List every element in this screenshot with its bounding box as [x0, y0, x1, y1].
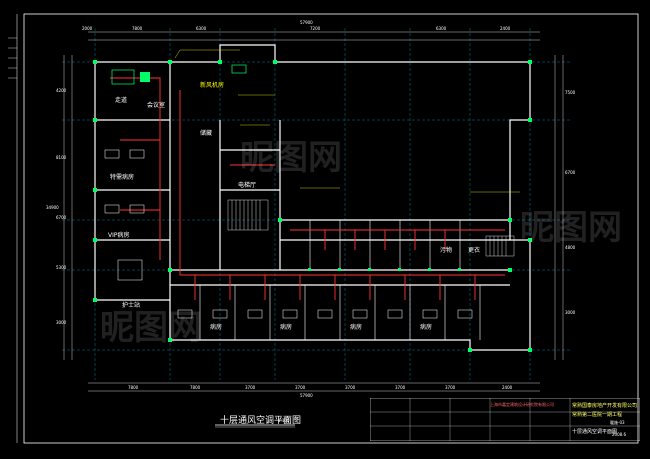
dim-left-4: 5300	[56, 265, 67, 270]
dim-left-5: 3000	[56, 320, 67, 325]
room-label-corridor: 走道	[115, 97, 128, 104]
drawing-scale: 1:100	[278, 418, 290, 423]
sheet-border	[23, 13, 639, 444]
title-block-sheet-name: 十层通风空调平面图	[572, 429, 618, 435]
dim-left-3: 6700	[56, 215, 67, 220]
room-label-fresh-air: 新风机房	[200, 82, 225, 89]
dim-bottom-5: 3700	[345, 385, 356, 390]
ward-partitions-north	[309, 220, 461, 270]
dim-bottom-total: 57900	[300, 393, 313, 398]
room-label-storage: 储藏	[200, 130, 213, 137]
title-block-date: 2008.6	[612, 432, 626, 437]
dim-left-2: 8100	[56, 155, 67, 160]
room-label-elevator: 电梯厅	[238, 182, 257, 189]
room-label-changing: 更衣	[468, 247, 481, 254]
annotation-leaders	[174, 49, 520, 193]
dim-top-total: 57900	[300, 20, 313, 25]
room-label-nurse-station: 护士站	[122, 302, 141, 309]
dim-left-1: 4200	[56, 88, 67, 93]
title-block-project-sub: 常熟第二医院一期工程	[572, 412, 623, 418]
stair-core	[227, 199, 515, 257]
dim-top-4: 7200	[310, 26, 321, 31]
dim-bottom-1: 7800	[128, 385, 139, 390]
ward-partitions-south	[199, 285, 481, 340]
equipment-markers	[93, 60, 532, 352]
watermark: 昵图网	[100, 308, 202, 348]
fan-coil-units	[104, 149, 473, 319]
dim-right-4: 3000	[565, 310, 576, 315]
watermark: 昵图网	[520, 208, 622, 248]
dim-bottom-8: 2400	[502, 385, 513, 390]
ventilation-ducts	[110, 77, 505, 300]
dim-right-1: 7500	[565, 90, 576, 95]
room-label-vip-ward: VIP病房	[108, 232, 130, 239]
dim-top-3: 6300	[196, 26, 207, 31]
room-label-special-ward: 特需病房	[110, 174, 135, 181]
watermark: 昵图网	[240, 138, 342, 178]
dim-left-total: 34900	[46, 205, 59, 210]
dim-bottom-7: 3700	[445, 385, 456, 390]
title-block	[370, 398, 640, 441]
room-label-ward-3: 病房	[350, 324, 363, 331]
dim-top-2: 7800	[132, 26, 143, 31]
room-label-ward-4: 病房	[420, 324, 433, 331]
dim-bottom-3: 3700	[245, 385, 256, 390]
title-block-project: 常熟国泰房地产开发有限公司	[572, 403, 638, 409]
dim-top-6: 2400	[500, 26, 511, 31]
dimension-chains	[63, 31, 564, 392]
drawing-title: 十层通风空调平面图	[220, 416, 302, 426]
room-label-dirty: 污物	[440, 247, 453, 254]
title-block-client: 上海市嘉定建筑设计研究院有限公司	[490, 402, 554, 407]
dim-top-5: 6300	[436, 26, 447, 31]
binding-margin-ticks	[8, 37, 17, 79]
dim-bottom-4: 3700	[295, 385, 306, 390]
dim-bottom-6: 3700	[395, 385, 406, 390]
dim-top-1: 2000	[82, 26, 93, 31]
room-label-meeting: 会议室	[147, 102, 166, 109]
title-block-drawing-no: 暖施-03	[610, 420, 625, 425]
title-underline	[215, 424, 295, 428]
room-label-ward-2: 病房	[280, 324, 293, 331]
room-label-ward-1: 病房	[210, 324, 223, 331]
dim-right-3: 4800	[565, 245, 576, 250]
dim-bottom-2: 7800	[190, 385, 201, 390]
dim-right-2: 6700	[565, 170, 576, 175]
